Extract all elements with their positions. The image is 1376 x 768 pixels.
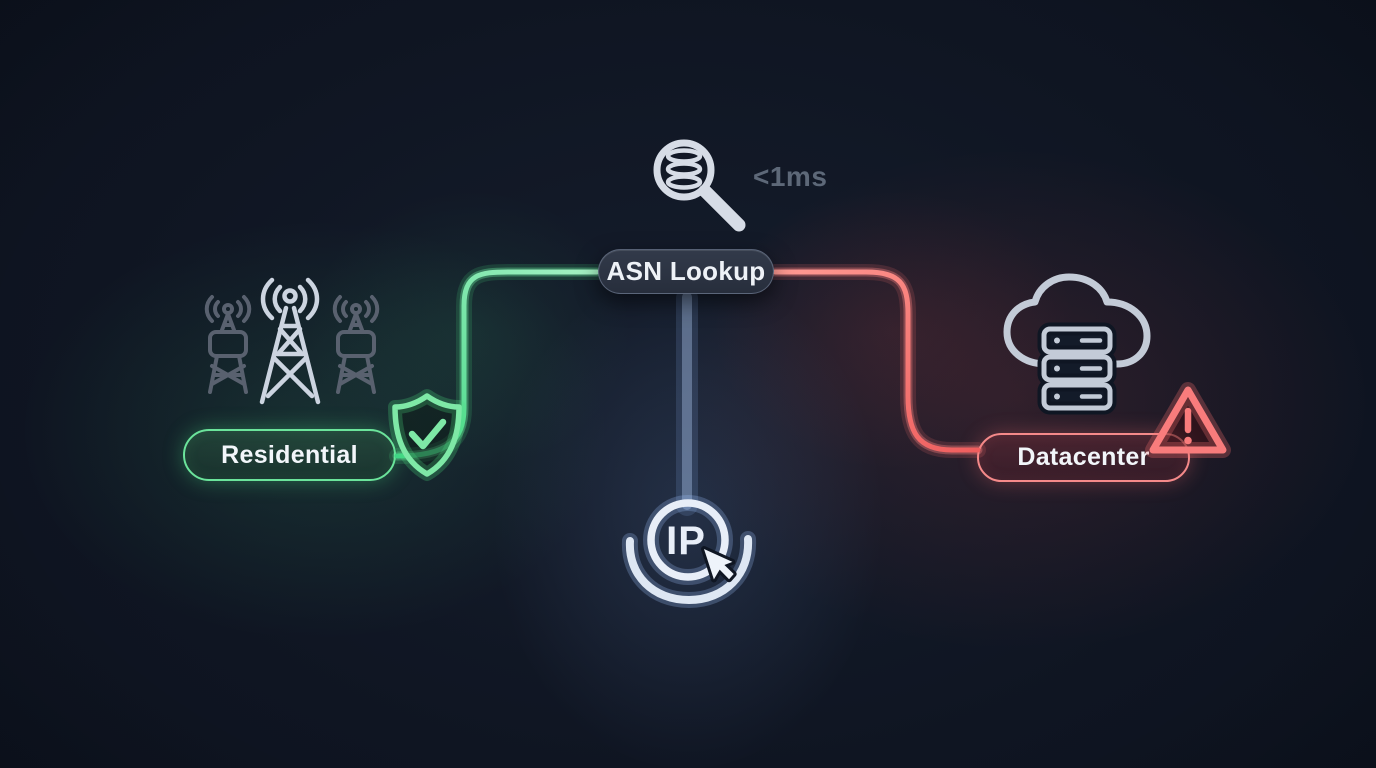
asn-lookup-label: ASN Lookup bbox=[606, 256, 766, 286]
asn-lookup-node: ASN Lookup bbox=[598, 249, 774, 294]
cell-tower-small-left-icon bbox=[204, 295, 252, 394]
edge-asn-to-datacenter bbox=[767, 264, 986, 458]
warning-triangle-icon bbox=[1145, 382, 1231, 458]
cell-tower-large-icon bbox=[259, 277, 321, 405]
shield-check-icon bbox=[388, 389, 466, 481]
ip-label: IP bbox=[666, 519, 706, 563]
exclamation-dot bbox=[1184, 436, 1192, 445]
cell-towers-icon bbox=[204, 277, 380, 405]
database-search-icon bbox=[653, 139, 746, 232]
cell-tower-small-right-icon bbox=[332, 295, 380, 394]
ip-cursor-icon: IP bbox=[621, 495, 757, 609]
cloud-servers-icon bbox=[1003, 273, 1151, 415]
server-stack bbox=[1037, 322, 1117, 415]
